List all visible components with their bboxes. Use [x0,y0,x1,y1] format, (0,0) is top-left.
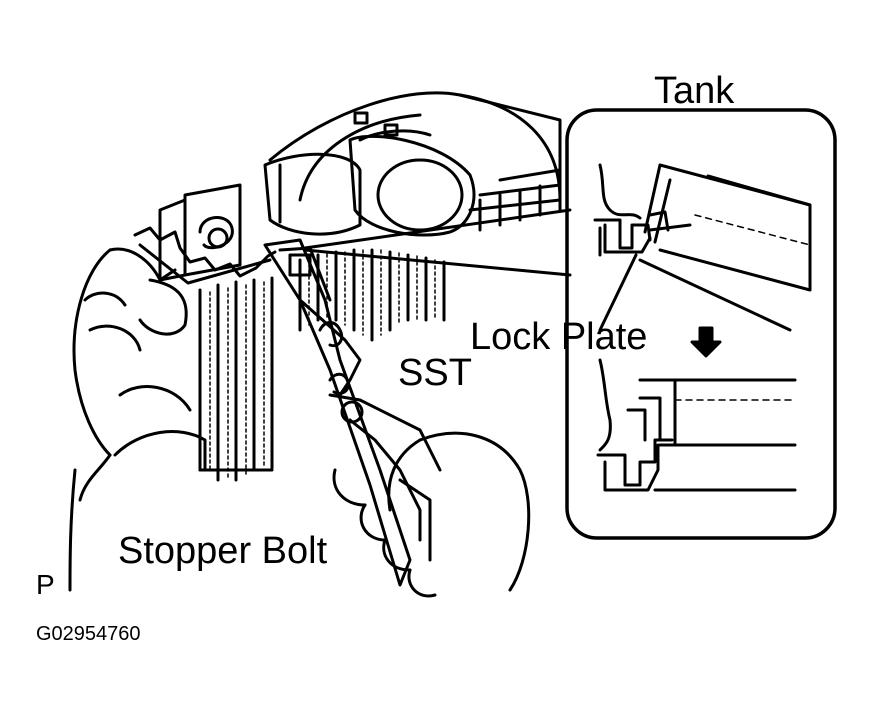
lock-plate-leader [598,253,638,332]
detail-before [593,163,812,332]
tank-bracket [158,183,242,282]
sst-pliers [263,238,442,587]
detail-inset [565,108,837,540]
figure-id-label: G02954760 [36,623,141,645]
tank-label: Tank [654,70,735,112]
left-hand [68,247,207,592]
lock-plate-label: Lock Plate [470,316,648,358]
right-hand [332,431,531,598]
stopper-bolt-label: Stopper Bolt [118,530,328,572]
down-arrow-icon [690,326,722,358]
engine-body [268,91,562,232]
outlet-cylinder [263,134,476,237]
detail-after [596,358,797,492]
sst-label: SST [398,352,472,394]
radiator-core [198,248,446,482]
callout-pointer [303,208,572,277]
view-code-label: P [36,569,55,600]
lock-plate-edge [133,226,277,285]
